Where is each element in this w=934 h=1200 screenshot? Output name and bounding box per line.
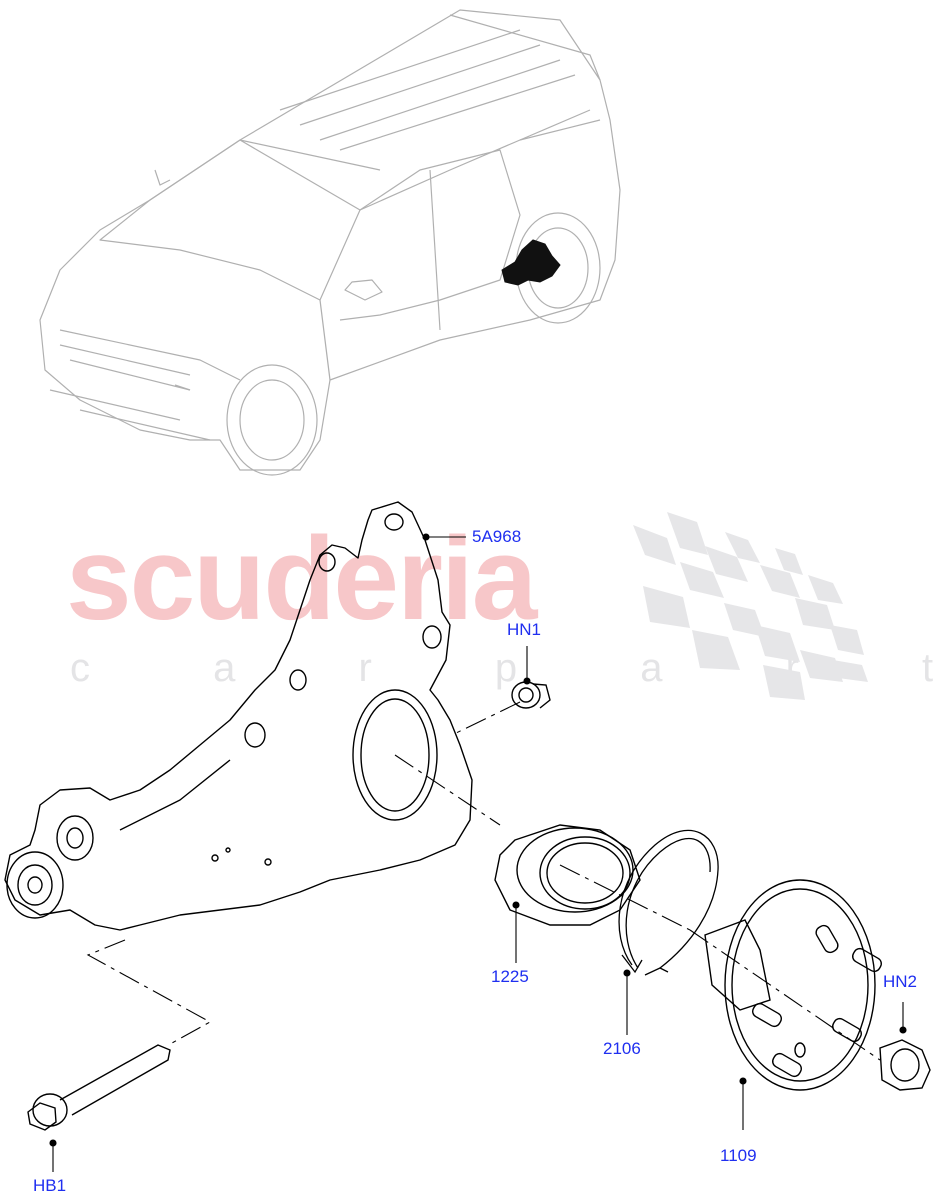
wheel-hub-part [704, 879, 882, 1091]
watermark-brand: scuderia [66, 513, 537, 645]
callout-5a968[interactable]: 5A968 [472, 527, 522, 546]
callout-1109[interactable]: 1109 [720, 1146, 757, 1165]
highlighted-part-icon [501, 239, 561, 286]
wheel-bearing-part [494, 824, 641, 926]
callout-hn2[interactable]: HN2 [883, 972, 918, 991]
snap-ring-part [618, 829, 719, 976]
leader-lines [49, 533, 907, 1172]
callout-hn1[interactable]: HN1 [507, 620, 542, 639]
bolt-part [27, 1044, 171, 1131]
nut-part [511, 681, 551, 709]
callout-1225[interactable]: 1225 [491, 967, 529, 986]
callout-hb1[interactable]: HB1 [33, 1176, 67, 1195]
assembly-lines [86, 701, 881, 1061]
hub-nut-part [879, 1039, 931, 1091]
callout-2106[interactable]: 2106 [603, 1039, 641, 1058]
vehicle-illustration [39, 9, 621, 476]
knuckle-part [4, 501, 473, 931]
